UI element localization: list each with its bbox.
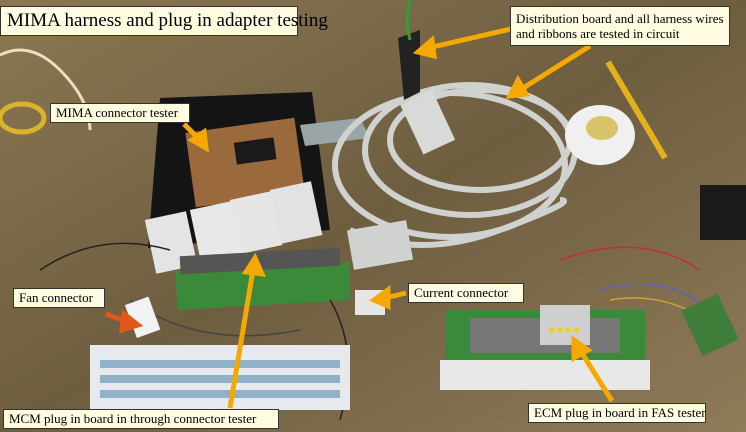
ecm-base	[440, 360, 650, 390]
mcm-connector-pins	[100, 360, 340, 398]
mcm-plug-callout: MCM plug in board in through connector t…	[3, 409, 279, 429]
db-connector-top	[400, 89, 456, 155]
rubber-band	[0, 101, 47, 135]
side-board	[681, 293, 739, 357]
mcm-plug-connector	[179, 247, 341, 275]
fan-arrow	[105, 309, 144, 334]
ecm-led-tester	[540, 305, 590, 345]
ecm-plug-callout: ECM plug in board in FAS tester	[528, 403, 706, 423]
image-title: MIMA harness and plug in adapter testing	[0, 6, 328, 36]
black-plug	[398, 30, 420, 100]
ecm-leds	[549, 327, 579, 333]
distribution-board-callout: Distribution board and all harness wires…	[510, 6, 730, 46]
tape-roll-core	[586, 116, 618, 140]
fan-connector-callout: Fan connector	[13, 288, 105, 308]
mima-tester-chip	[233, 137, 277, 165]
db-connector-mid	[346, 220, 414, 270]
distribution-callout-line2: and ribbons are tested in circuit	[516, 26, 680, 41]
green-wire	[406, 0, 412, 41]
battery-pack	[700, 185, 746, 240]
mcm-plug-board	[175, 262, 350, 310]
callout-arrows	[182, 25, 615, 409]
mima-tester-callout: MIMA connector tester	[50, 103, 190, 123]
distribution-callout-line1: Distribution board and all harness wires	[516, 11, 724, 26]
pencil	[605, 60, 668, 160]
current-connector-callout: Current connector	[408, 283, 524, 303]
